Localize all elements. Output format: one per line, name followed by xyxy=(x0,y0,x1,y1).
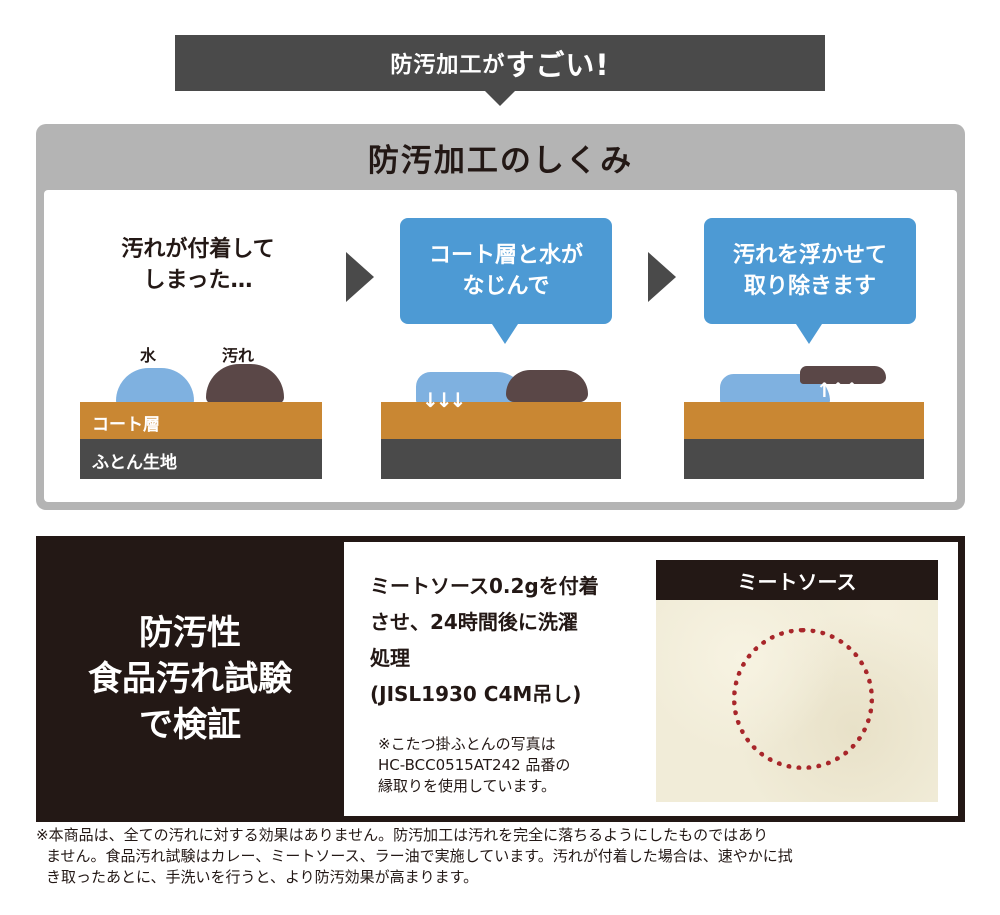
test-description-line-1: ミートソース0.2gを付着 xyxy=(370,574,599,598)
stage-2-callout-line-2: なじんで xyxy=(462,274,550,299)
mechanism-diagram: 汚れが付着して しまった… 水 汚れ コート層 ふとん生地 コート層と水が なじ… xyxy=(44,190,957,502)
photo-note: ※こたつ掛ふとんの写真は HC-BCC0515AT242 品番の 縁取りを使用し… xyxy=(378,734,648,797)
arrow-right-icon xyxy=(346,252,374,302)
up-arrows-icon: ↑↑↑ xyxy=(816,378,860,402)
fabric-layer: ふとん生地 xyxy=(80,439,322,479)
stage-1-caption-line-1: 汚れが付着して xyxy=(121,237,275,262)
mechanism-title: 防汚加工のしくみ xyxy=(367,142,634,179)
photo-note-line-3: 縁取りを使用しています。 xyxy=(378,777,557,795)
dirt-lifted xyxy=(800,366,886,384)
stage-3-callout-line-1: 汚れを浮かせて xyxy=(732,243,887,268)
banner-pointer xyxy=(484,90,516,106)
stage-2: コート層と水が なじんで ↓↓↓ xyxy=(344,190,644,502)
stain-test-section: 防汚性 食品汚れ試験 で検証 ミートソース0.2gを付着 させ、24時間後に洗濯… xyxy=(36,536,965,822)
fabric-layer xyxy=(381,439,621,479)
stage-2-callout-line-1: コート層と水が xyxy=(428,243,583,268)
stage-2-callout: コート層と水が なじんで xyxy=(400,218,612,324)
stage-1-caption-line-2: しまった… xyxy=(143,268,253,293)
disclaimer-line-3: き取ったあとに、手洗いを行うと、より防汚効果が高まります。 xyxy=(46,868,479,886)
dirt-label: 汚れ xyxy=(222,346,255,365)
photo-note-line-2: HC-BCC0515AT242 品番の xyxy=(378,756,571,774)
stage-2-callout-pointer xyxy=(492,324,518,344)
stain-area-circle xyxy=(732,628,874,770)
test-result-photo: ミートソース xyxy=(656,560,938,802)
mechanism-panel: 防汚加工のしくみ 汚れが付着して しまった… 水 汚れ コート層 ふとん生地 コ… xyxy=(36,124,965,510)
stage-3-callout-line-2: 取り除きます xyxy=(743,274,876,299)
coat-layer-label: コート層 xyxy=(92,415,160,435)
dirt-blob xyxy=(506,370,588,402)
test-content: ミートソース0.2gを付着 させ、24時間後に洗濯 処理 (JISL1930 C… xyxy=(344,542,958,816)
test-description: ミートソース0.2gを付着 させ、24時間後に洗濯 処理 (JISL1930 C… xyxy=(370,568,640,712)
fabric-layer xyxy=(684,439,924,479)
test-heading-line-1: 防汚性 xyxy=(139,613,241,653)
water-label: 水 xyxy=(140,346,157,365)
test-heading-line-3: で検証 xyxy=(139,705,241,745)
test-heading: 防汚性 食品汚れ試験 で検証 xyxy=(36,536,344,822)
stage-3: 汚れを浮かせて 取り除きます ↑↑↑ xyxy=(650,190,950,502)
fabric-layer-label: ふとん生地 xyxy=(92,453,177,473)
water-drop xyxy=(116,368,194,404)
test-description-line-4: (JISL1930 C4M吊し) xyxy=(370,682,582,706)
test-heading-line-2: 食品汚れ試験 xyxy=(88,659,292,699)
stage-3-callout-pointer xyxy=(796,324,822,344)
disclaimer-line-2: ません。食品汚れ試験はカレー、ミートソース、ラー油で実施しています。汚れが付着し… xyxy=(46,847,793,865)
banner-text-2: すごい! xyxy=(505,48,610,82)
test-description-line-2: させ、24時間後に洗濯 xyxy=(370,610,578,634)
stage-3-callout: 汚れを浮かせて 取り除きます xyxy=(704,218,916,324)
banner-text-1: 防汚加工が xyxy=(390,53,506,78)
arrow-right-icon xyxy=(648,252,676,302)
dirt-blob xyxy=(206,364,284,404)
coat-layer: コート層 xyxy=(80,402,322,439)
headline-banner: 防汚加工が すごい! xyxy=(175,35,825,91)
photo-note-line-1: ※こたつ掛ふとんの写真は xyxy=(378,735,556,753)
stage-1-caption: 汚れが付着して しまった… xyxy=(88,234,308,296)
photo-label: ミートソース xyxy=(656,560,938,600)
disclaimer: ※本商品は、全ての汚れに対する効果はありません。防汚加工は汚れを完全に落ちるよう… xyxy=(36,825,966,888)
stage-1: 汚れが付着して しまった… 水 汚れ コート層 ふとん生地 xyxy=(44,190,344,502)
coat-layer xyxy=(381,402,621,439)
test-description-line-3: 処理 xyxy=(370,646,410,670)
down-arrows-icon: ↓↓↓ xyxy=(422,388,466,412)
disclaimer-line-1: ※本商品は、全ての汚れに対する効果はありません。防汚加工は汚れを完全に落ちるよう… xyxy=(36,826,769,844)
coat-layer xyxy=(684,402,924,439)
